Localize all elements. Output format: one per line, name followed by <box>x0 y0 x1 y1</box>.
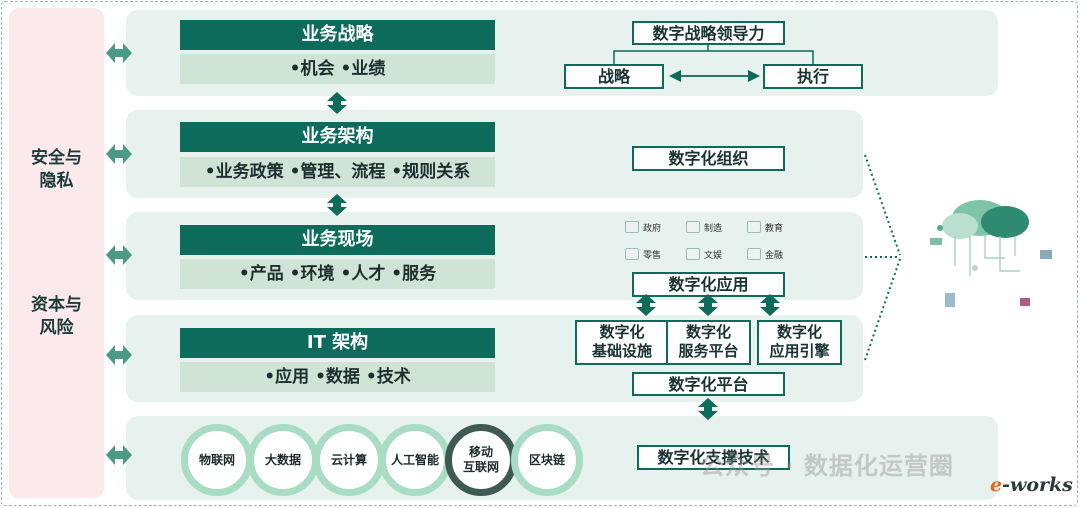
layer-items-strategy: •机会 •业绩 <box>180 54 495 84</box>
left-arrow-1 <box>106 43 132 63</box>
left-arrow-4 <box>106 345 132 365</box>
shop-icon <box>625 248 639 260</box>
coins-icon <box>747 248 761 260</box>
application-box: 数字化应用 <box>632 272 785 297</box>
sector-government: 政府 <box>625 218 661 236</box>
sector-entertainment: 文娱 <box>686 245 722 263</box>
factory-icon <box>686 221 700 233</box>
layer-title-field: 业务现场 <box>180 225 495 255</box>
layer-title-strategy: 业务战略 <box>180 20 495 50</box>
sector-finance: 金融 <box>747 245 783 263</box>
layer-title-it: IT 架构 <box>180 328 495 358</box>
dotted-link-top <box>864 154 901 256</box>
cloud-illustration <box>930 200 1052 307</box>
layer-arrows <box>327 92 780 420</box>
dotted-link-bottom <box>864 258 901 361</box>
layer-items-it: •应用 •数据 •技术 <box>180 362 495 392</box>
popcorn-icon <box>686 248 700 260</box>
tech-bigdata: 大数据 <box>247 424 319 496</box>
eworks-logo: e-works <box>990 474 1073 496</box>
execution-box: 执行 <box>763 64 863 89</box>
dotted-links <box>864 154 901 361</box>
platform-arrow-3 <box>760 294 780 316</box>
support-tech-box: 数字化支撑技术 <box>637 445 790 470</box>
security-privacy-label: 安全与 隐私 <box>31 148 82 191</box>
tech-blockchain: 区块链 <box>511 424 583 496</box>
left-arrows <box>106 43 132 465</box>
left-column <box>9 8 104 498</box>
platform-arrow-4 <box>698 398 718 420</box>
layer-arrow-1 <box>327 92 347 114</box>
leadership-box: 数字战略领导力 <box>632 21 785 45</box>
layer-items-field: •产品 •环境 •人才 •服务 <box>180 259 495 289</box>
building-icon <box>625 221 639 233</box>
left-arrow-3 <box>106 245 132 265</box>
layer-items-architecture: •业务政策 •管理、流程 •规则关系 <box>180 157 495 187</box>
platform-service-box: 数字化 服务平台 <box>666 320 751 365</box>
sector-retail: 零售 <box>625 245 661 263</box>
strategy-branch <box>613 45 814 64</box>
layer-arrow-2 <box>327 194 347 216</box>
platform-box: 数字化平台 <box>632 372 785 396</box>
left-arrow-2 <box>106 144 132 164</box>
platform-engine-box: 数字化 应用引擎 <box>757 320 842 365</box>
platform-infra-box: 数字化 基础设施 <box>575 320 669 365</box>
watermark: 公众号 · 数据化运营圈 <box>700 452 954 480</box>
capital-risk-label: 资本与 风险 <box>31 295 82 338</box>
platform-arrow-1 <box>636 294 656 316</box>
platform-arrow-2 <box>698 294 718 316</box>
sector-manufacturing: 制造 <box>686 218 722 236</box>
organization-box: 数字化组织 <box>632 146 785 171</box>
tech-cloud: 云计算 <box>313 424 385 496</box>
left-arrow-5 <box>106 445 132 465</box>
strategy-box: 战略 <box>564 64 664 89</box>
strategy-tree <box>613 45 814 82</box>
tech-mobile: 移动 互联网 <box>445 424 517 496</box>
sector-education: 教育 <box>747 218 783 236</box>
layer-title-architecture: 业务架构 <box>180 122 495 152</box>
head-icon <box>747 221 761 233</box>
